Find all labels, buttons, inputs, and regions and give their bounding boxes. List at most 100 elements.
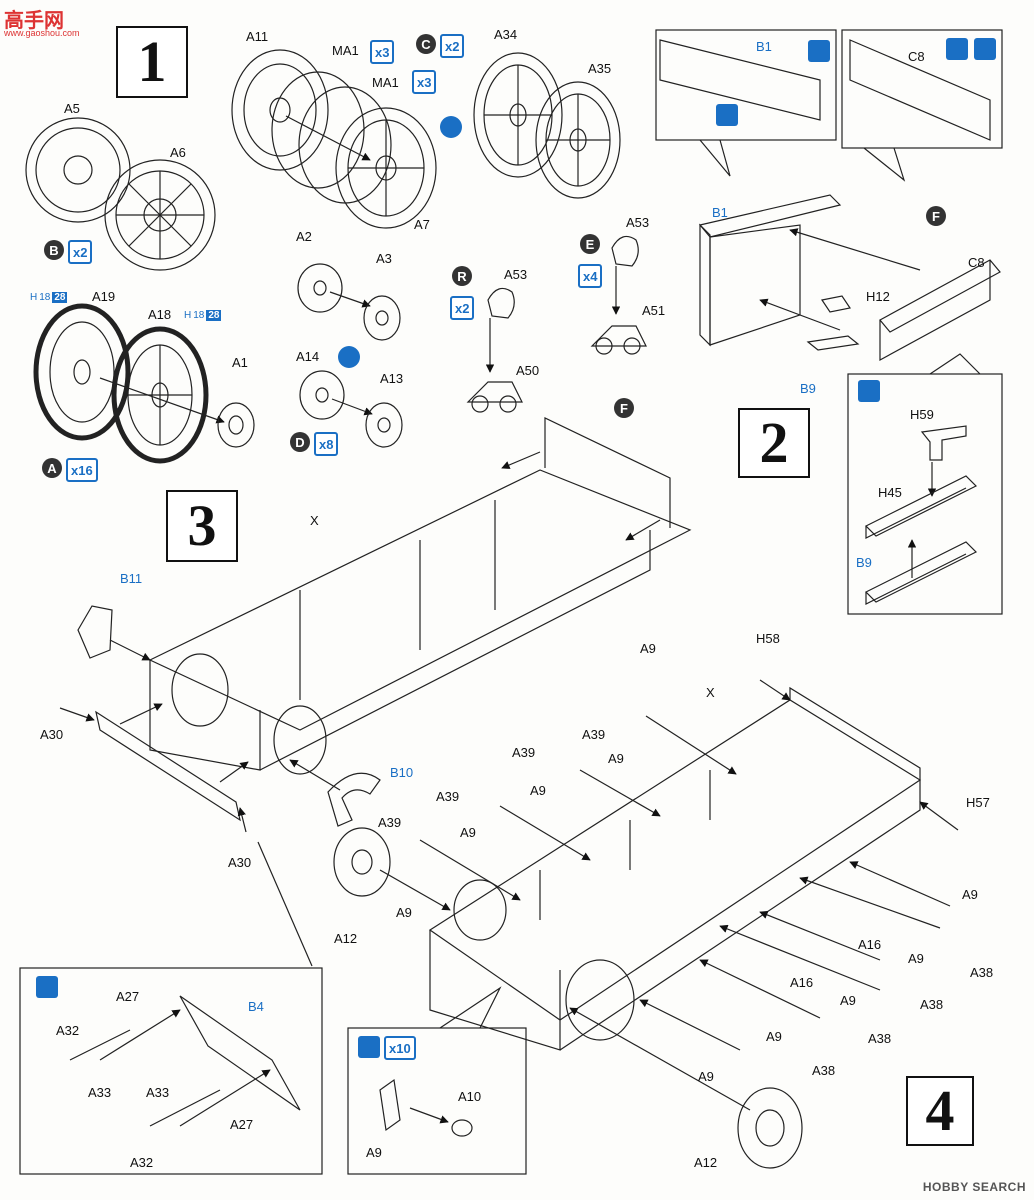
step-number-1: 1: [116, 26, 188, 98]
watermark: HOBBY SEARCH: [922, 1180, 1026, 1194]
label-a35: A35: [588, 61, 612, 76]
part-group-d-badge: D: [290, 432, 310, 452]
label-b11: B11: [120, 571, 143, 586]
glue-icon: [974, 38, 996, 60]
label-a39: A39: [436, 789, 460, 804]
wheel-a34: [473, 52, 563, 178]
step-number-4: 4: [906, 1076, 974, 1146]
label-h12: H12: [866, 289, 890, 304]
label-a9: A9: [698, 1069, 714, 1084]
label-a53: A53: [626, 215, 650, 230]
sprocket-a5: [25, 117, 131, 223]
label-a9: A9: [460, 825, 476, 840]
sprocket-a12-bottom: [737, 1087, 803, 1169]
roadwheel-a18: [111, 326, 209, 464]
label-a30: A30: [40, 727, 64, 742]
label-a16: A16: [858, 937, 882, 952]
cut-icon: [716, 104, 738, 126]
label-a6: A6: [170, 145, 186, 160]
label-a34: A34: [494, 27, 518, 42]
label-a7: A7: [414, 217, 430, 232]
glue-icon: [36, 976, 58, 998]
site-logo: 高手网: [4, 8, 64, 32]
part-group-d-qty: x8: [314, 432, 339, 456]
part-group-c-badge: C: [416, 34, 436, 54]
label-a9: A9: [608, 751, 624, 766]
swap-icon: [440, 116, 462, 138]
label-c8: C8: [968, 255, 985, 270]
label-a27: A27: [116, 989, 140, 1004]
cement-icon: [946, 38, 968, 60]
label-a18: A18: [148, 307, 172, 322]
label-a5: A5: [64, 101, 80, 116]
label-a32: A32: [130, 1155, 154, 1170]
sprocket-a12-top: [333, 827, 391, 897]
site-url: www.gaoshou.com: [4, 28, 80, 38]
label-b4: B4: [248, 999, 264, 1014]
label-x: X: [310, 513, 319, 528]
a9-inset-qty: x10: [384, 1036, 416, 1060]
label-a11: A11: [246, 29, 269, 44]
label-a13: A13: [380, 371, 404, 386]
label-a38: A38: [812, 1063, 836, 1078]
label-a12: A12: [694, 1155, 718, 1170]
label-a38: A38: [868, 1031, 892, 1046]
label-a2: A2: [296, 229, 312, 244]
label-a9: A9: [840, 993, 856, 1008]
label-a16: A16: [790, 975, 814, 990]
part-group-b-badge: B: [44, 240, 64, 260]
step-number-3: 3: [166, 490, 238, 562]
part-group-e-qty: x4: [578, 264, 603, 288]
label-a9: A9: [530, 783, 546, 798]
label-h58: H58: [756, 631, 780, 646]
glue-icon: [358, 1036, 380, 1058]
part-group-c-qty: x2: [440, 34, 465, 58]
label-ma1: MA1: [372, 75, 399, 90]
part-group-a-badge: A: [42, 458, 62, 478]
idler-a11: [231, 49, 329, 171]
label-a1: A1: [232, 355, 248, 370]
swap-icon: [338, 346, 360, 368]
ma1-qty-top: x3: [370, 40, 395, 64]
label-a33: A33: [146, 1085, 170, 1100]
label-a33: A33: [88, 1085, 112, 1100]
label-h57: H57: [966, 795, 990, 810]
part-group-r-qty: x2: [450, 296, 475, 320]
label-a50: A50: [516, 363, 540, 378]
hull-step4: [428, 686, 922, 1051]
part-group-r-badge: R: [452, 266, 472, 286]
label-b10: B10: [390, 765, 414, 780]
label-a9: A9: [366, 1145, 382, 1160]
step-number-2: 2: [738, 408, 810, 478]
part-group-e-badge: E: [580, 234, 600, 254]
label-a9: A9: [396, 905, 412, 920]
part-group-b-qty: x2: [68, 240, 93, 264]
hubcap-a1: [217, 402, 255, 448]
label-a53: A53: [504, 267, 528, 282]
hull-step3: [148, 417, 692, 775]
label-b9: B9: [856, 555, 872, 570]
label-ma1: MA1: [332, 43, 359, 58]
label-h59: H59: [910, 407, 934, 422]
glue-icon: [858, 380, 880, 402]
sprocket-a6: [104, 159, 216, 271]
label-a32: A32: [56, 1023, 80, 1038]
label-a10: A10: [458, 1089, 482, 1104]
label-a51: A51: [642, 303, 666, 318]
label-a19: A19: [92, 289, 116, 304]
label-a30: A30: [228, 855, 252, 870]
roadwheel-a19: [33, 303, 131, 441]
label-a39: A39: [582, 727, 606, 742]
label-a38: A38: [920, 997, 944, 1012]
label-a3: A3: [376, 251, 392, 266]
label-a9: A9: [908, 951, 924, 966]
label-a9: A9: [962, 887, 978, 902]
part-group-f-badge-step2: F: [926, 206, 946, 226]
part-group-a-qty: x16: [66, 458, 98, 482]
ma1-qty-mid: x3: [412, 70, 437, 94]
label-a39: A39: [512, 745, 536, 760]
label-a14: A14: [296, 349, 320, 364]
